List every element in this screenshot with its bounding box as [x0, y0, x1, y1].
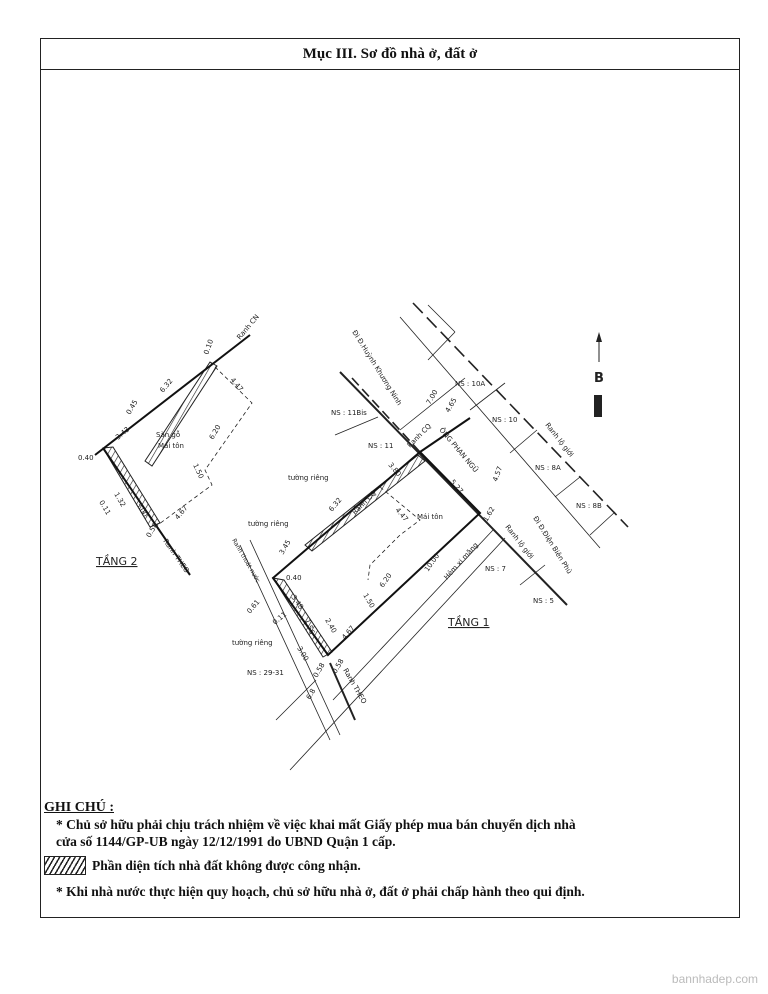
svg-text:3.00: 3.00: [295, 645, 310, 663]
street-huynh-khuong-ninh: Đi Đ.Huỳnh Khương Ninh: [350, 329, 403, 407]
notes-section: GHI CHÚ : * Chủ sở hữu phải chịu trách n…: [44, 800, 664, 900]
svg-text:0.61: 0.61: [245, 598, 261, 615]
ong-phan-ngu-label: ÔNG PHAN NGŨ: [437, 426, 480, 475]
ns-label: NS : 10: [492, 416, 517, 424]
svg-text:4.47: 4.47: [393, 506, 409, 523]
ns-label: NS : 8B: [576, 502, 602, 510]
tuong-rieng-label-1: tường riêng: [288, 474, 329, 482]
svg-text:4.47: 4.47: [228, 376, 244, 393]
svg-text:6.20: 6.20: [378, 572, 393, 589]
svg-text:0.11: 0.11: [271, 610, 288, 626]
ns-label: NS : 11: [368, 442, 393, 450]
svg-text:4.65: 4.65: [444, 396, 459, 414]
svg-text:6.32: 6.32: [158, 377, 174, 394]
svg-text:1.32: 1.32: [112, 491, 127, 509]
street-lines: [239, 302, 629, 771]
floor2-plan: [94, 334, 253, 576]
svg-text:0.45: 0.45: [125, 398, 140, 416]
ranh-cq-label-2: Ranh CQ: [351, 489, 379, 517]
svg-text:0.11: 0.11: [97, 499, 112, 517]
note-1b: cửa số 1144/GP-UB ngày 12/12/1991 do UBN…: [56, 834, 396, 849]
svg-text:0.40: 0.40: [78, 454, 94, 462]
svg-text:0.58: 0.58: [312, 661, 327, 679]
legend-text: Phần diện tích nhà đất không được công n…: [92, 857, 361, 873]
floor1-area-label: Mái tôn: [417, 513, 443, 521]
floor2-area-label-1: Sàn gỗ: [156, 430, 180, 439]
svg-text:2.40: 2.40: [323, 617, 338, 635]
hem-xi-mang-label: Hẻm xi măng: [443, 541, 480, 581]
tuong-rieng-label-2: tường riêng: [248, 520, 289, 528]
svg-text:3.45: 3.45: [278, 538, 293, 556]
ns-label: NS : 7: [485, 565, 506, 573]
street-dien-bien-phu: Đi Đ.Điện Biên Phủ: [531, 515, 573, 576]
floor2-label: TẦNG 2: [95, 554, 138, 568]
svg-text:7.00: 7.00: [425, 388, 440, 406]
svg-text:6.32: 6.32: [327, 496, 343, 513]
ranh-thoat-nuoc-label: Ranh thoát nước: [230, 538, 261, 584]
floor1-label: TẦNG 1: [447, 615, 490, 629]
floor1-dimensions: 7.00 4.65 3.80 6.32 4.47 5.27 4.57 1.62 …: [245, 388, 504, 701]
watermark: bannhadep.com: [671, 972, 758, 986]
notes-heading: GHI CHÚ :: [44, 800, 114, 815]
ranh-lo-gioi-label-2: Ranh lộ giới: [543, 421, 575, 458]
document-frame: Mục III. Sơ đồ nhà ở, đất ở: [40, 38, 740, 918]
svg-text:1.62: 1.62: [482, 505, 497, 523]
svg-text:1.50: 1.50: [361, 592, 376, 610]
note-2: * Khi nhà nước thực hiện quy hoạch, chủ …: [56, 884, 585, 899]
svg-text:0.40: 0.40: [286, 574, 302, 582]
svg-text:4.67: 4.67: [340, 624, 356, 641]
floor2-area-label-2: Mái tôn: [158, 442, 184, 450]
svg-text:6.20: 6.20: [208, 423, 223, 441]
ns-label: NS : 10A: [455, 380, 485, 388]
ns-label: NS : 29-31: [247, 669, 284, 677]
north-arrow-icon: [594, 332, 602, 417]
ns-label: NS : 5: [533, 597, 554, 605]
note-1a: * Chủ sở hữu phải chịu trách nhiệm về vi…: [56, 817, 576, 832]
ns-label: NS : 11Bis: [331, 409, 367, 417]
svg-text:4.67: 4.67: [173, 504, 189, 521]
floor2-ranh-theo-label: Ranh THEO: [161, 538, 191, 575]
hatch-legend-icon: [44, 856, 86, 875]
north-label: B: [594, 371, 604, 386]
svg-text:0.10: 0.10: [202, 338, 215, 355]
section-title: Mục III. Sơ đồ nhà ở, đất ở: [41, 39, 739, 70]
ns-label: NS : 8A: [535, 464, 561, 472]
svg-text:1.50: 1.50: [191, 462, 205, 480]
tuong-rieng-label-3: tường riêng: [232, 639, 273, 647]
floor1-plan: [271, 417, 482, 658]
svg-text:4.57: 4.57: [491, 465, 504, 482]
